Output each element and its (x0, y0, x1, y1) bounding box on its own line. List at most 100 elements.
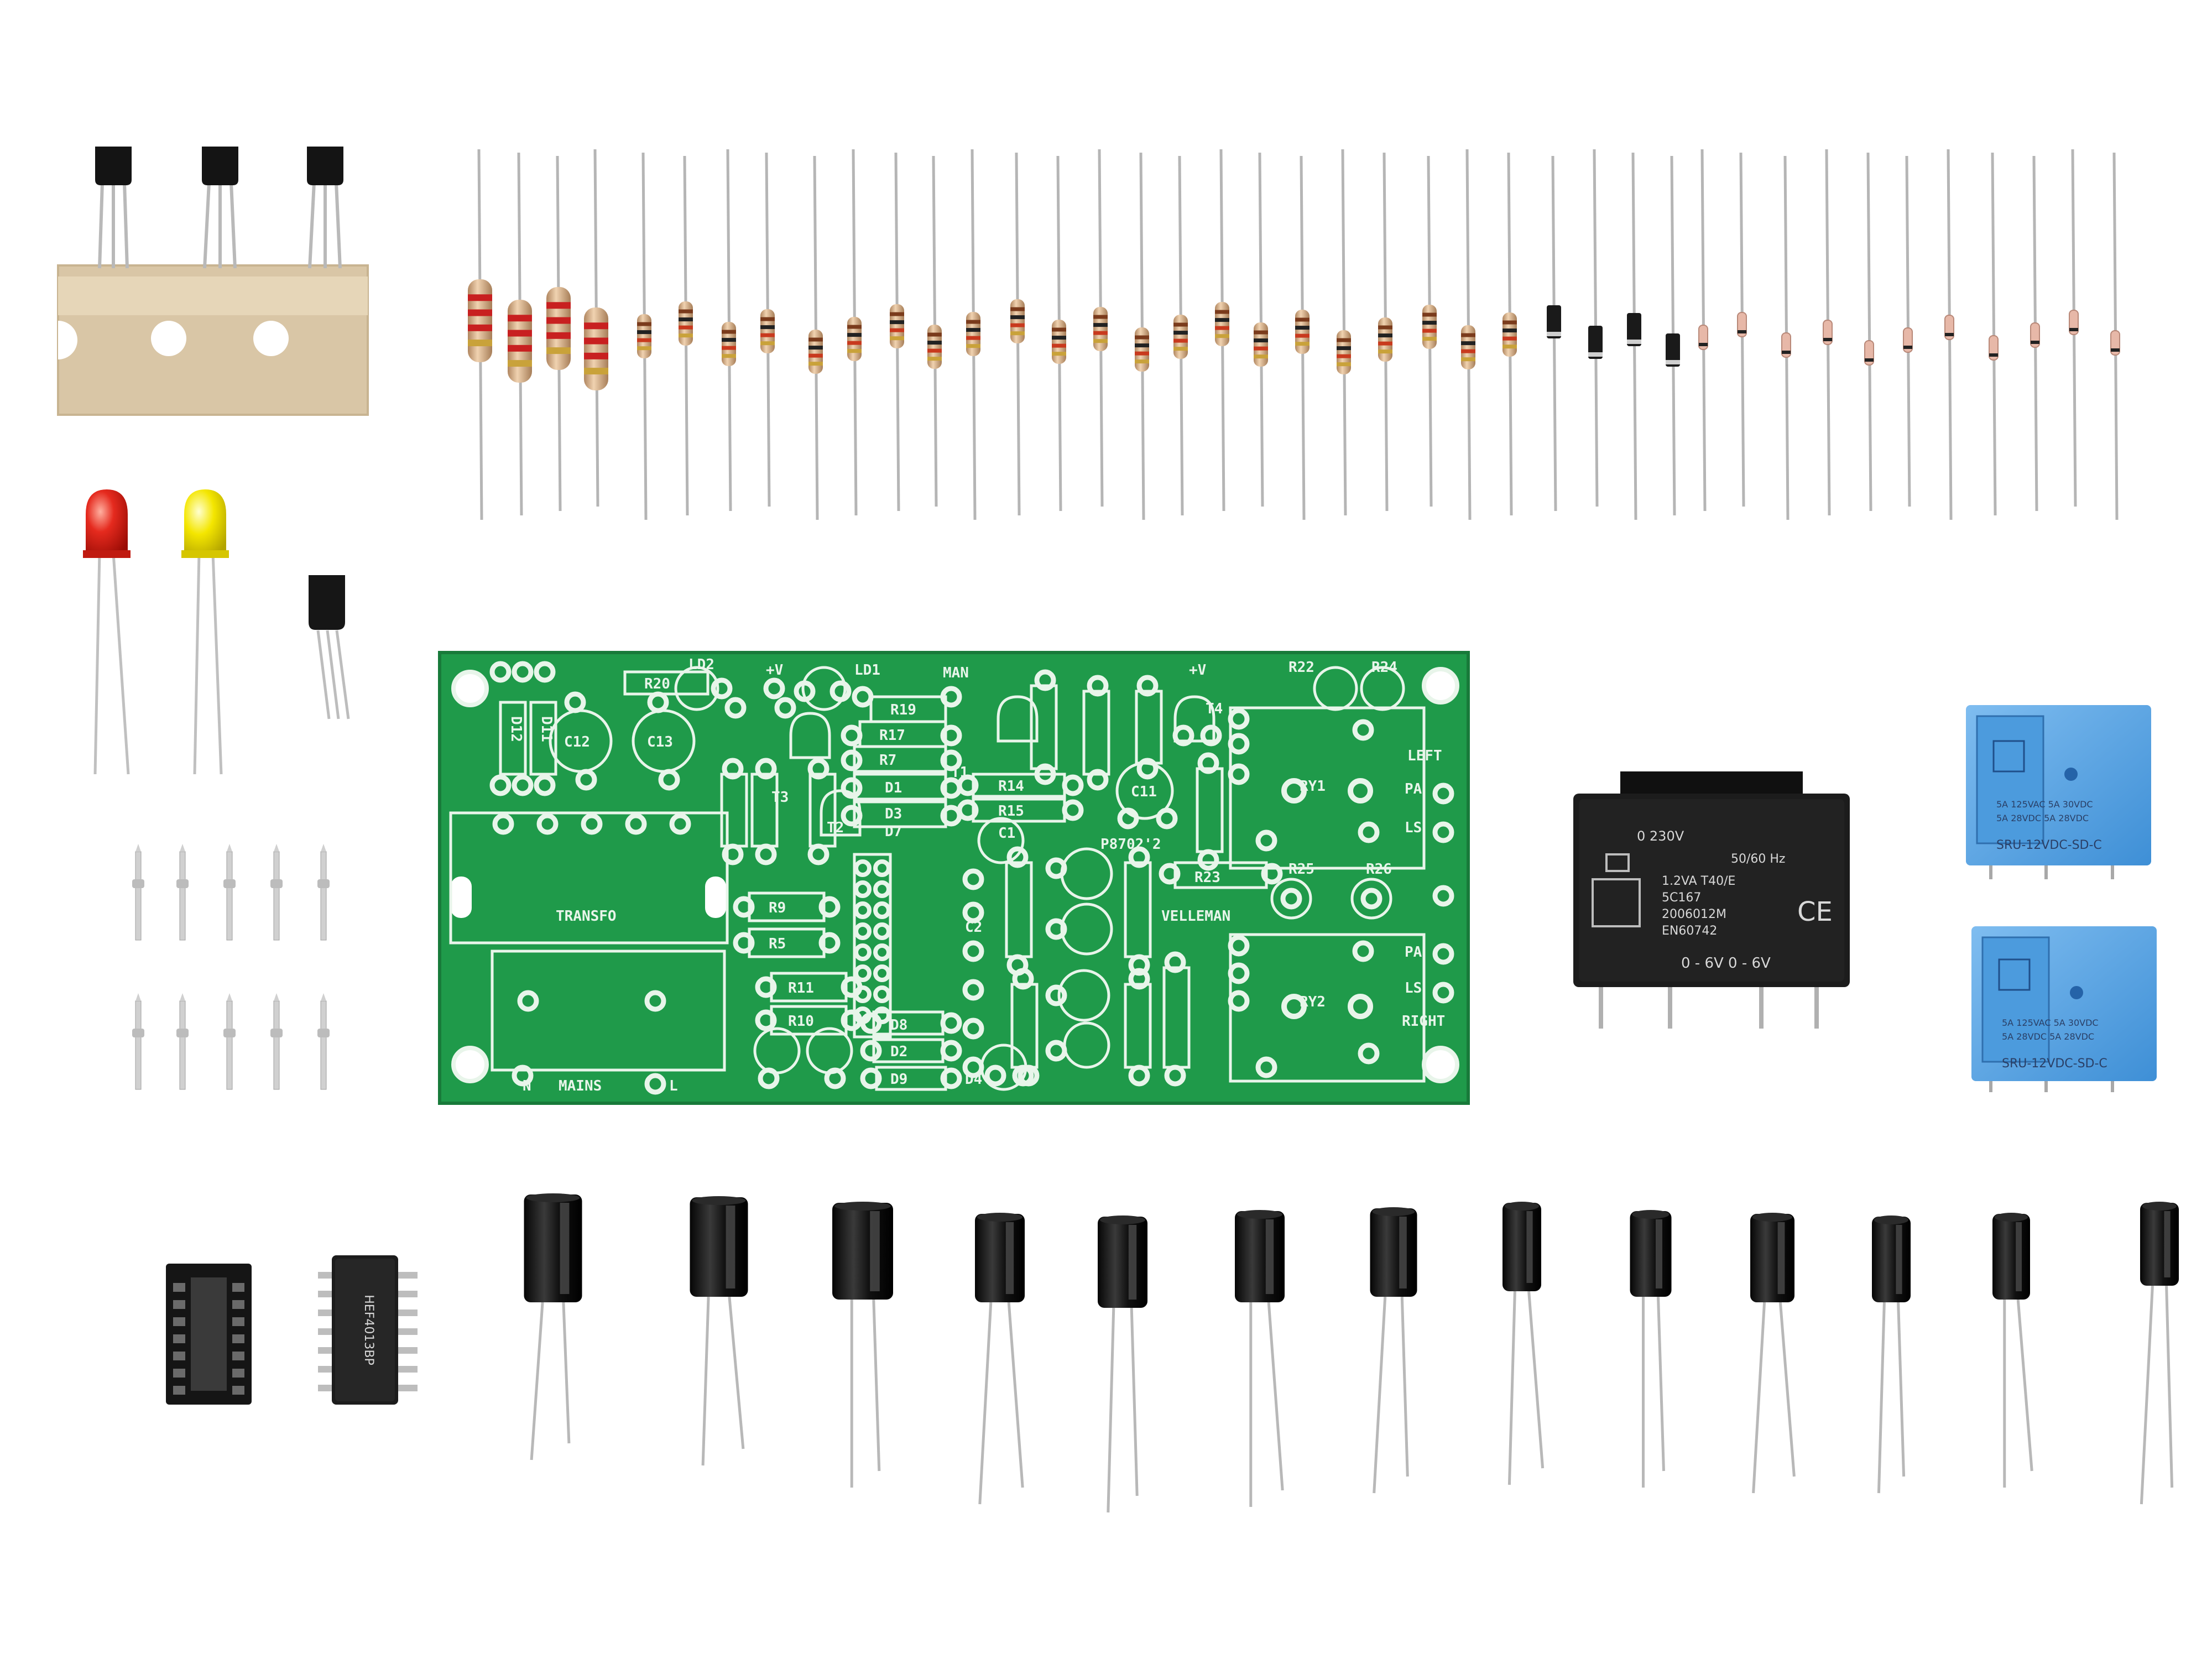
header-pin (317, 844, 330, 941)
pcb-label: LS (1405, 980, 1422, 997)
pcb-label: C12 (564, 734, 590, 750)
resistor (966, 149, 980, 520)
pcb-label: D8 (890, 1017, 907, 1034)
header-pin (270, 993, 283, 1090)
led-group (83, 489, 229, 775)
pcb-label: P8702'2 (1100, 836, 1161, 853)
electrolytic-capacitor (1235, 1210, 1285, 1507)
electrolytic-capacitor (1370, 1207, 1417, 1494)
transistor-body (307, 147, 343, 185)
pcb-label: R9 (769, 900, 786, 916)
pcb-label: LD2 (688, 656, 714, 673)
resistor (508, 152, 532, 516)
pcb-label: D12 (508, 716, 524, 742)
header-pin (132, 844, 144, 941)
diode (1666, 155, 1680, 516)
pcb-label: T4 (1206, 701, 1223, 717)
relay-rating: 5A 125VAC 5A 30VDC (2002, 1018, 2099, 1028)
pin-group (132, 844, 330, 1090)
electrolytic-capacitor (2140, 1202, 2179, 1505)
transformer-ce-mark: CE (1797, 896, 1833, 927)
pcb-label: D4 (965, 1071, 982, 1088)
transformer-text: 1.2VA T40/E (1662, 874, 1735, 888)
resistor (1378, 152, 1392, 512)
resistor (1737, 152, 1747, 507)
diode (1588, 149, 1603, 507)
electrolytic-capacitor (524, 1193, 582, 1460)
transformer-text: 2006012M (1662, 907, 1726, 921)
header-pin (176, 844, 189, 941)
pcb-label: D2 (890, 1044, 907, 1060)
header-pin (270, 844, 283, 941)
resistor (1295, 155, 1310, 520)
resistor (1337, 149, 1351, 516)
pcb-label: T3 (771, 789, 789, 806)
transformer-text: 0 - 6V 0 - 6V (1681, 955, 1771, 972)
transformer-text: 5C167 (1662, 891, 1701, 905)
pcb-label: C13 (647, 734, 673, 750)
pcb-label: D9 (890, 1071, 907, 1088)
tape-notch (58, 321, 77, 359)
resistor (1903, 155, 1913, 507)
resistor (2030, 155, 2040, 512)
pcb-label: R7 (879, 752, 896, 769)
resistor (637, 152, 651, 520)
pcb-label: R24 (1371, 659, 1397, 676)
transistor-body (202, 147, 238, 185)
pcb-label: R20 (644, 676, 670, 692)
resistor (760, 152, 775, 507)
header-pin (176, 993, 189, 1090)
resistor (1781, 155, 1791, 520)
pcb-label: N (523, 1078, 531, 1094)
electrolytic-capacitor (690, 1196, 748, 1466)
resistor-row (468, 149, 2120, 520)
pcb-label: R11 (788, 980, 814, 997)
diode (1627, 152, 1641, 520)
relay-rating: 5A 28VDC 5A 28VDC (1996, 813, 2089, 823)
capacitor-row (524, 1193, 2179, 1513)
diode (1547, 155, 1561, 512)
resistor (2110, 152, 2120, 520)
transistor-tape-group (57, 147, 369, 416)
transformer: 0 230V 50/60 Hz 1.2VA T40/E 5C167 200601… (1573, 771, 1850, 1029)
electrolytic-capacitor (1098, 1215, 1147, 1513)
transistor-body (95, 147, 132, 185)
pcb-label: R22 (1288, 659, 1314, 676)
header-pin (223, 844, 236, 941)
resistor (679, 155, 693, 516)
pcb-label: LEFT (1407, 748, 1442, 764)
resistor (927, 155, 942, 507)
pcb-label: R19 (890, 702, 916, 718)
svg-text:HEF4013BP: HEF4013BP (362, 1295, 375, 1365)
pcb-label: D3 (885, 806, 902, 822)
pcb-label: +V (766, 662, 783, 679)
relay-model: SRU-12VDC-SD-C (2002, 1057, 2107, 1071)
pcb-label: C2 (965, 919, 982, 936)
pcb-label: LD1 (854, 662, 880, 679)
resistor (546, 155, 571, 512)
resistor (1698, 149, 1708, 512)
relay-rating: 5A 28VDC 5A 28VDC (2002, 1031, 2094, 1042)
resistor (1503, 152, 1517, 516)
pcb-label: LS (1405, 820, 1422, 836)
resistor (468, 149, 492, 520)
resistor (1093, 149, 1108, 507)
pcb-label: C11 (1131, 784, 1157, 800)
resistor (1461, 149, 1475, 520)
led-yellow (181, 489, 229, 558)
resistor (890, 152, 904, 512)
pcb-label: D7 (885, 823, 902, 840)
electrolytic-capacitor (975, 1213, 1025, 1505)
pcb-label: C1 (998, 825, 1015, 842)
pcb-label: R17 (879, 727, 905, 744)
pcb-board: LD2 +V LD1 MAN +V R22 R24 R20 R19 R17 R7… (438, 651, 1470, 1105)
resistor (1422, 155, 1437, 507)
pcb-label: R5 (769, 936, 786, 952)
ic-chip: HEF4013BP (318, 1255, 418, 1405)
electrolytic-capacitor (1750, 1213, 1796, 1494)
resistor (1135, 152, 1149, 520)
pcb-label: TRANSFO (556, 908, 617, 925)
resistor (1215, 149, 1229, 512)
resistor (808, 155, 823, 520)
relay-model: SRU-12VDC-SD-C (1996, 838, 2102, 852)
